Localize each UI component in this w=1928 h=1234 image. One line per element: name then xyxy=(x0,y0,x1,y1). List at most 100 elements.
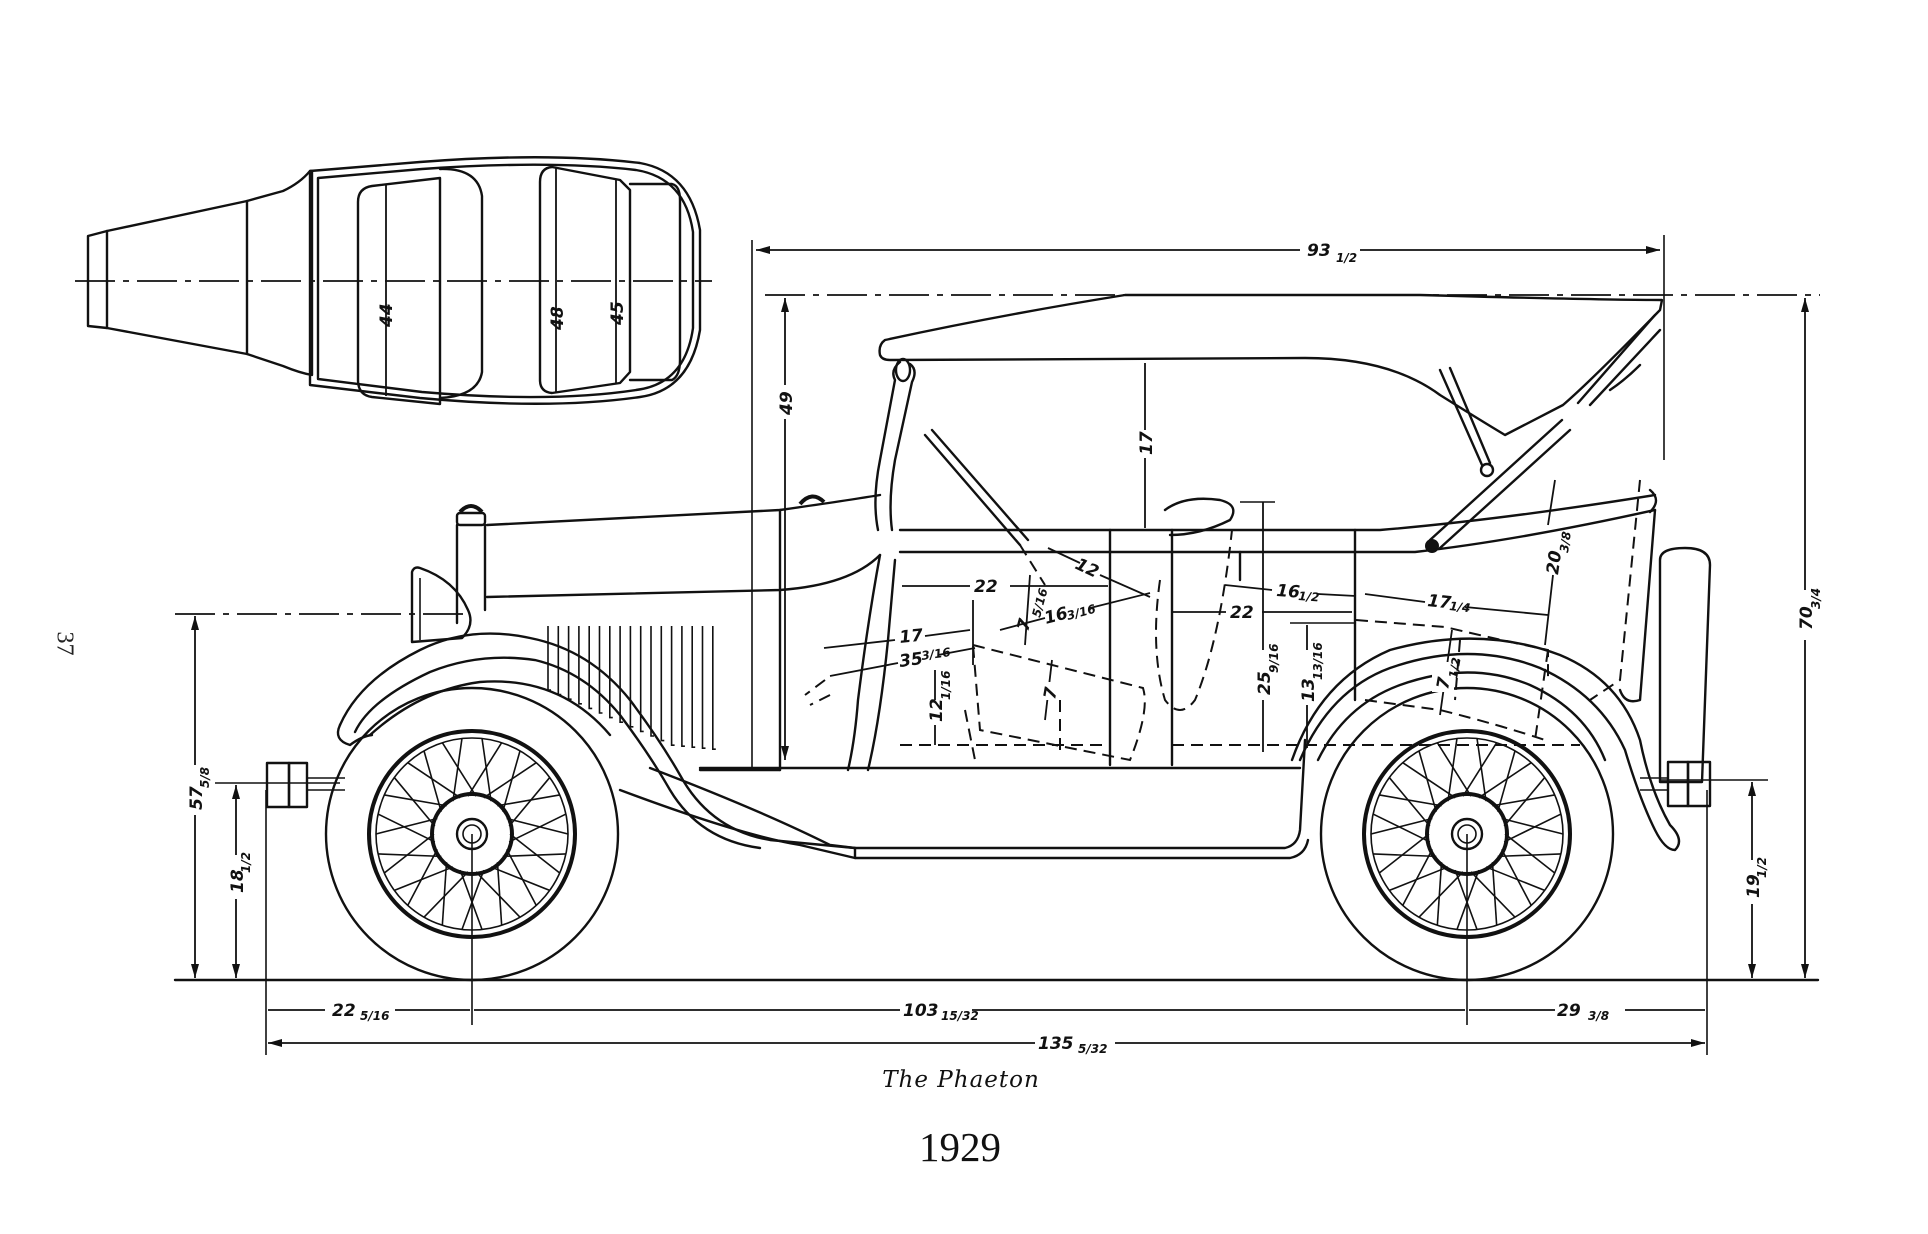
dim-line-seat-depth-b xyxy=(1089,592,1151,609)
dim-rear-headroom-frac: 9/16 xyxy=(1267,644,1281,673)
headlamp xyxy=(410,566,472,644)
dim-front-seat-back: 12 xyxy=(1072,554,1102,582)
wheel-spoke xyxy=(508,777,551,827)
overall-dimensions: 93 1/2 49 70 3/4 19 1/2 57 5/8 xyxy=(173,235,1823,1056)
wheel-spoke xyxy=(1501,817,1564,835)
body-beltline-top xyxy=(898,493,1657,532)
wheel-spoke xyxy=(1402,849,1433,906)
dim-rear-overhang-whole: 29 xyxy=(1557,1001,1581,1021)
caption-year: 1929 xyxy=(919,1124,1001,1170)
dim-rear-overhang-frac: 3/8 xyxy=(1588,1009,1609,1023)
dim-overall-length-frac: 5/32 xyxy=(1078,1042,1107,1056)
hood-louvre xyxy=(598,626,603,714)
dim-wheelbase-whole: 103 xyxy=(903,1001,939,1021)
dim-rear-knee-whole: 16 xyxy=(1276,581,1301,603)
dim-rear-axle-frac: 1/2 xyxy=(1755,857,1769,878)
dim-pedal-seat-frac: 3/16 xyxy=(920,645,951,663)
wheel-spoke xyxy=(506,849,537,906)
plan-dim-48: 48 xyxy=(548,306,568,331)
dim-rear-headroom-whole: 25 xyxy=(1255,671,1275,695)
wheel-spoke xyxy=(375,817,438,835)
arrow-icon xyxy=(1691,1039,1705,1047)
wheel-spoke xyxy=(441,742,477,797)
dim-line-front-seat-back-a xyxy=(1047,547,1081,564)
dim-line-seat-depth-a xyxy=(999,617,1046,631)
windshield-clamp xyxy=(894,357,912,383)
top-folding-arm xyxy=(1428,418,1572,550)
top-rear-bow xyxy=(1576,313,1662,407)
dim-line-rear-seat-back-b xyxy=(1547,479,1556,526)
arrow-icon xyxy=(1748,782,1756,796)
wheel-spoke xyxy=(1379,794,1442,807)
rear-bumper-clamp-a xyxy=(1666,760,1690,808)
dim-front-seat-height-whole: 12 xyxy=(927,698,947,722)
wheel-spoke xyxy=(497,794,560,807)
dim-rear-cushion-frac: 1/2 xyxy=(1446,656,1463,679)
dim-seat-angle-whole: 7 xyxy=(1014,617,1036,634)
rear-body-cap xyxy=(1648,488,1658,514)
wheel-spoke xyxy=(467,742,503,797)
plan-front-seat-back xyxy=(438,167,484,400)
wheel-spoke xyxy=(1470,871,1516,918)
wheel-spoke xyxy=(1454,869,1478,930)
arrow-icon xyxy=(1748,964,1756,978)
dim-rear-seat-height-whole: 13 xyxy=(1299,678,1319,702)
tire-outer xyxy=(324,686,620,982)
hood-louvres xyxy=(547,626,716,750)
fuel-cap xyxy=(798,494,826,506)
hood-louvre xyxy=(660,626,665,742)
dim-overall-height-whole: 70 xyxy=(1797,606,1817,630)
hood-louvre xyxy=(629,626,634,728)
wheel-spoke xyxy=(481,738,492,802)
wheel-spoke xyxy=(1370,817,1433,835)
rear-seat-top-hidden xyxy=(1355,619,1549,680)
dim-cowl-height: 49 xyxy=(777,391,797,416)
windshield-post xyxy=(874,360,916,532)
wheel-spoke xyxy=(1389,866,1449,892)
dim-headlamp-whole: 57 xyxy=(187,786,207,810)
rear-fender xyxy=(1290,637,1681,852)
spare-tire xyxy=(1658,546,1712,784)
front-seat-back-hidden xyxy=(1155,529,1233,711)
wheel-spoke xyxy=(490,866,550,892)
dim-front-axle-whole: 18 xyxy=(228,869,248,893)
wheel-spoke xyxy=(1462,742,1498,797)
dim-line-rear-seat-back-a xyxy=(1544,574,1554,646)
wheel-spoke xyxy=(1373,853,1437,858)
cowl-rear-edge xyxy=(846,553,882,772)
wheel-spoke xyxy=(407,849,438,906)
wheel-spoke xyxy=(378,853,442,858)
wheel-spoke xyxy=(501,750,521,812)
dim-overall-length-whole: 135 xyxy=(1038,1034,1074,1054)
plan-dim-44: 44 xyxy=(377,303,397,328)
wheel-spoke xyxy=(1503,813,1562,843)
front-wheel xyxy=(324,686,620,982)
dim-overall-height-frac: 3/4 xyxy=(1809,588,1823,609)
wheel-hub-cap xyxy=(455,817,489,851)
dim-headlamp-frac: 5/8 xyxy=(198,767,212,788)
wheel-spoke xyxy=(452,738,463,802)
dim-front-compartment: 22 xyxy=(974,577,998,597)
hood-louvre xyxy=(588,626,593,710)
arrow-icon xyxy=(781,746,789,760)
arrow-icon xyxy=(191,964,199,978)
wheel-hub-flange xyxy=(430,792,514,876)
interior-dimensions: 17 12 22 7 5/16 16 3/16 17 xyxy=(823,363,1574,752)
plan-front-seat xyxy=(356,176,442,406)
front-bumper-clamp-b xyxy=(287,761,309,809)
wheel-spoke xyxy=(1485,866,1545,892)
hood-louvre xyxy=(681,626,685,747)
wheel-spoke xyxy=(1372,813,1431,843)
wheel-spoke xyxy=(1504,833,1556,874)
wheel-spoke xyxy=(393,777,436,827)
wheel-spoke xyxy=(1476,738,1487,802)
wheel-hub-flange xyxy=(1425,792,1509,876)
wheel-spoke xyxy=(459,869,483,930)
arrow-icon xyxy=(232,964,240,978)
front-fender-inner xyxy=(353,656,762,850)
wheel-hub-center xyxy=(462,824,482,844)
arrow-icon xyxy=(1801,964,1809,978)
wheel-rim xyxy=(367,729,577,939)
plan-rear-cushion xyxy=(628,182,682,382)
plan-body-inner xyxy=(316,163,695,399)
